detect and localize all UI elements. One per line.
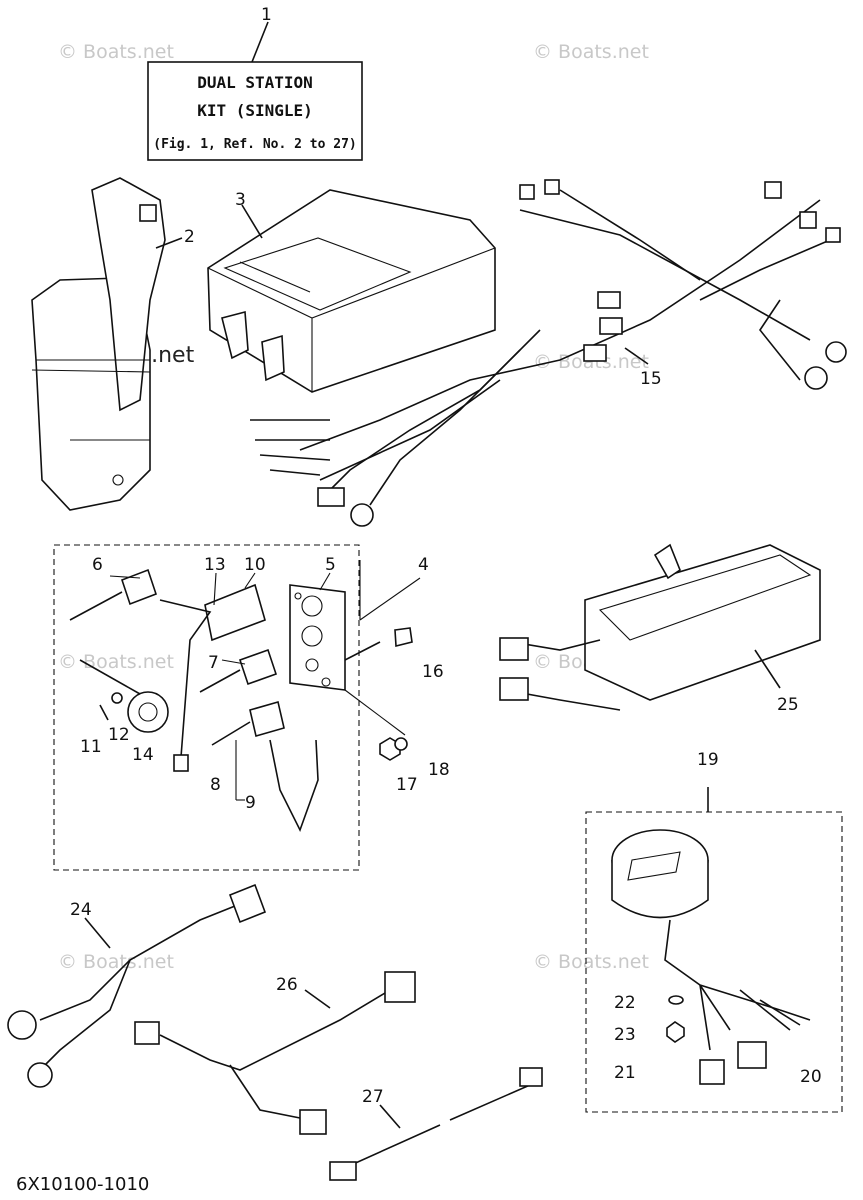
mounting-hardware bbox=[344, 560, 421, 761]
callout-2: 2 bbox=[184, 227, 195, 247]
callout-8: 8 bbox=[210, 775, 221, 795]
callout-6: 6 bbox=[92, 555, 103, 575]
harness-26 bbox=[134, 971, 416, 1135]
callout-10: 10 bbox=[244, 555, 266, 575]
callout-21: 21 bbox=[614, 1063, 636, 1083]
callout-26: 26 bbox=[276, 975, 298, 995]
callout-12: 12 bbox=[108, 725, 130, 745]
callout-1: 1 bbox=[261, 5, 272, 25]
callout-16: 16 bbox=[422, 662, 444, 682]
callout-11: 11 bbox=[80, 737, 102, 757]
callout-17: 17 bbox=[396, 775, 418, 795]
watermark: © Boats.net bbox=[533, 951, 649, 973]
callout-labels: 1 2 3 4 5 6 7 8 9 10 11 12 13 14 15 16 1… bbox=[70, 5, 822, 1107]
watermark: © Boats.net bbox=[58, 651, 174, 673]
meter-group bbox=[585, 787, 843, 1113]
callout-5: 5 bbox=[325, 555, 336, 575]
callout-27: 27 bbox=[362, 1087, 384, 1107]
watermark: © Boats.net bbox=[533, 41, 649, 63]
leader-lines bbox=[109, 572, 331, 801]
cable-27 bbox=[329, 1067, 543, 1181]
kit-label-line1: DUAL STATION bbox=[197, 73, 313, 92]
wire-harness-main bbox=[250, 179, 847, 527]
callout-18: 18 bbox=[428, 760, 450, 780]
callout-7: 7 bbox=[208, 653, 219, 673]
watermark: © Boats.net bbox=[58, 951, 174, 973]
callout-24: 24 bbox=[70, 900, 92, 920]
watermark: © Boats.net bbox=[533, 351, 649, 373]
engine-control-unit bbox=[499, 543, 821, 711]
diagram-code: 6X10100-1010 bbox=[16, 1174, 149, 1195]
callout-23: 23 bbox=[614, 1025, 636, 1045]
callout-3: 3 bbox=[235, 190, 246, 210]
callout-13: 13 bbox=[204, 555, 226, 575]
control-unit-box bbox=[207, 189, 496, 393]
callout-22: 22 bbox=[614, 993, 636, 1013]
kit-label-line2: KIT (SINGLE) bbox=[197, 101, 313, 120]
callout-14: 14 bbox=[132, 745, 154, 765]
callout-9: 9 bbox=[245, 793, 256, 813]
watermark: © Boats.net bbox=[58, 41, 174, 63]
harness-24 bbox=[7, 883, 267, 1088]
switch-panel-group bbox=[53, 544, 360, 871]
kit-label: DUAL STATION KIT (SINGLE) (Fig. 1, Ref. … bbox=[147, 21, 363, 161]
remote-control-box bbox=[31, 177, 183, 511]
callout-20: 20 bbox=[800, 1067, 822, 1087]
callout-15: 15 bbox=[640, 369, 662, 389]
kit-label-line3: (Fig. 1, Ref. No. 2 to 27) bbox=[153, 137, 357, 152]
callout-19: 19 bbox=[697, 750, 719, 770]
callout-4: 4 bbox=[418, 555, 429, 575]
callout-25: 25 bbox=[777, 695, 799, 715]
